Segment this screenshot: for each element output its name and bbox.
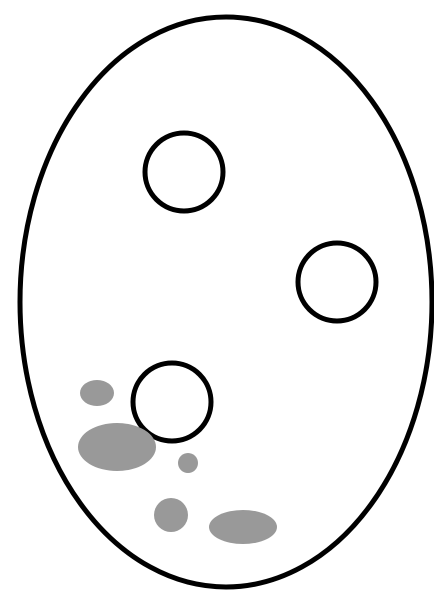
spot-tiny — [178, 453, 198, 473]
spot-round-bottom — [154, 498, 188, 532]
spot-small-upper — [80, 380, 114, 406]
spot-oval-bottom — [209, 510, 277, 544]
spot-large-left — [78, 423, 156, 471]
